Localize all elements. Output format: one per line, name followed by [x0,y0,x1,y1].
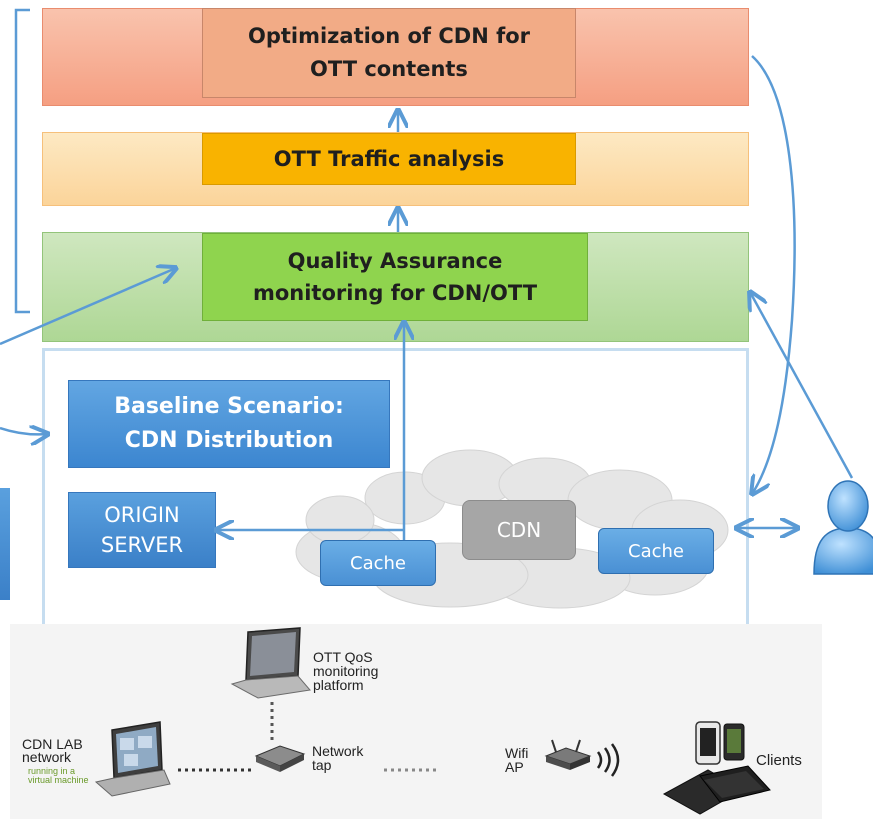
optimization-box: Optimization of CDN for OTT contents [202,8,576,98]
left-bracket [14,8,30,314]
monitoring-platform-label: OTT QoS monitoring platform [313,649,379,693]
cache-left-box: Cache [320,540,436,586]
origin-server-box: ORIGIN SERVER [68,492,216,568]
wifi-ap-label: Wifi AP [505,745,529,775]
arrow-left-to-baseline [0,428,48,434]
arrow-optimization-to-user [752,55,796,494]
network-tap-icon [254,745,306,772]
network-tap-label: Network tap [312,743,364,773]
traffic-analysis-box: OTT Traffic analysis [202,133,576,185]
arrow-user-to-quality [750,292,854,479]
laptop-icon [230,627,311,699]
cdn-lab-sublabel: running in a virtual machine [28,766,89,785]
arrow-left-to-quality [0,268,176,346]
clients-label: Clients [756,752,802,769]
wifi-ap-icon [544,739,620,777]
left-edge-box [0,488,10,600]
quality-assurance-box: Quality Assurance monitoring for CDN/OTT [202,233,588,321]
cdn-lab-label: CDN LAB network [22,736,83,765]
cache-right-box: Cache [598,528,714,574]
cdn-node-box: CDN [462,500,576,560]
lab-laptop-icon [94,721,171,797]
clients-devices-icon [662,721,771,815]
user-icon [813,480,873,575]
baseline-scenario-box: Baseline Scenario: CDN Distribution [68,380,390,468]
